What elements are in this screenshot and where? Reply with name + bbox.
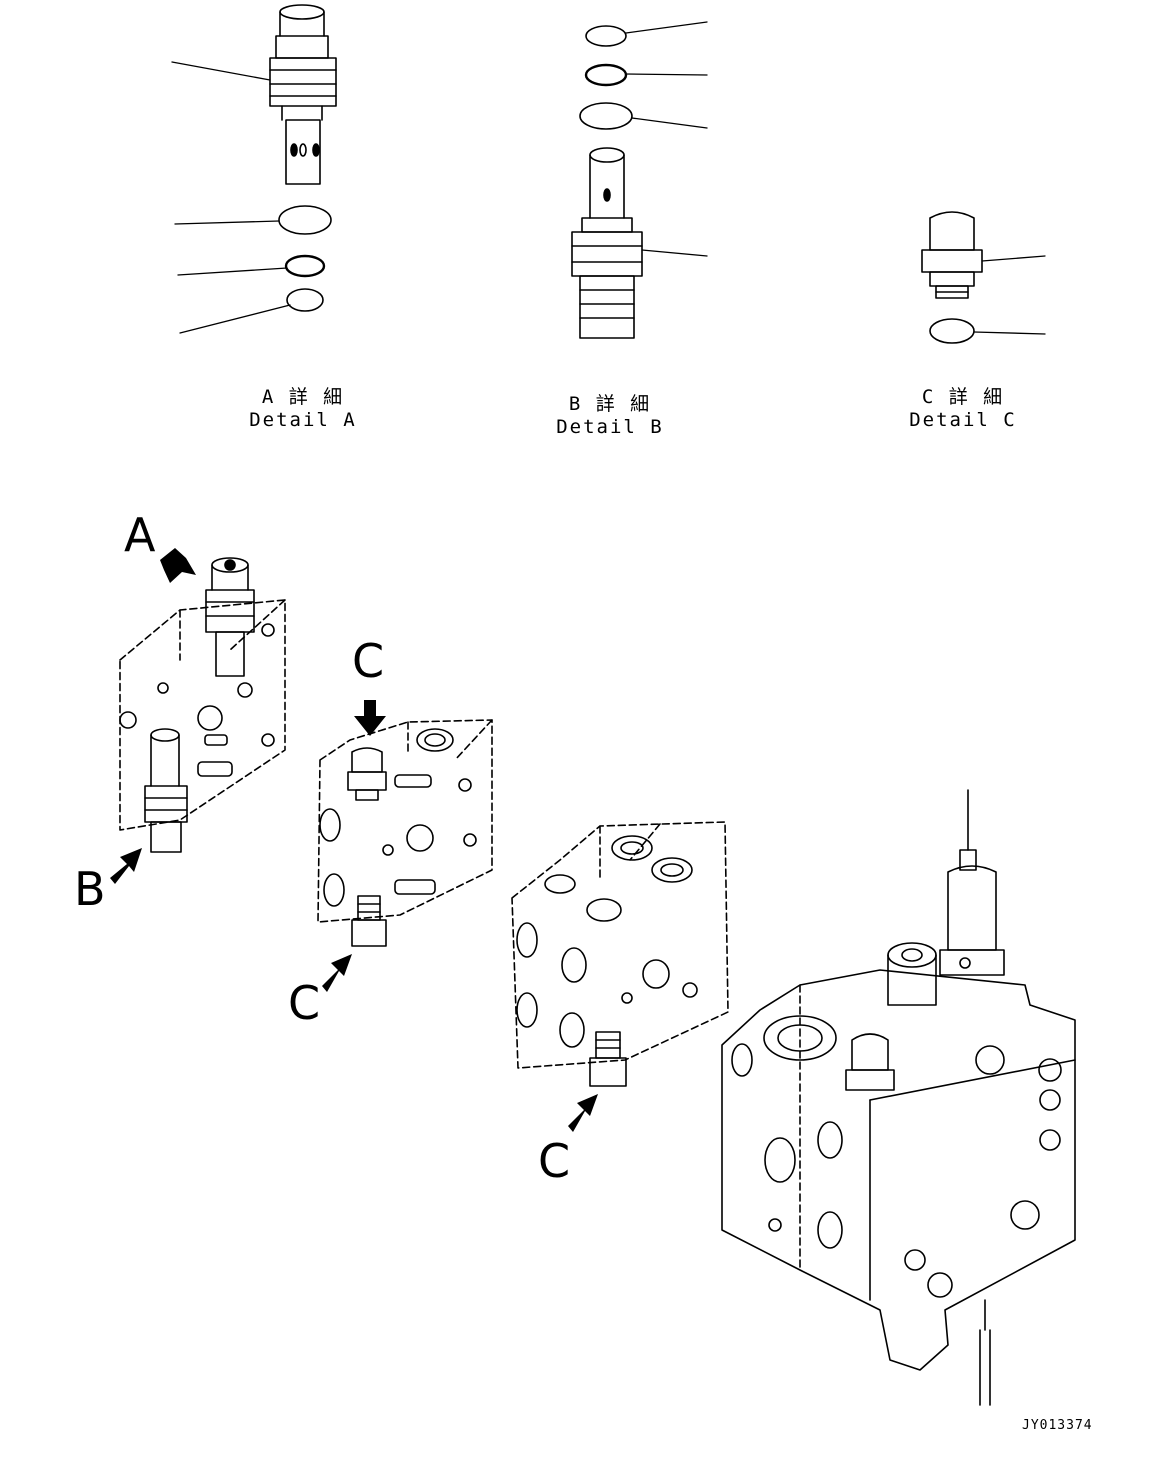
plug-c-top-installed [347, 747, 387, 801]
valve-section-1 [119, 599, 286, 831]
arrow-c1 [354, 700, 386, 736]
detail-c-plug [921, 211, 983, 299]
detail-a-leader-lines [171, 61, 291, 334]
caption-c-jp: C 詳 細 [921, 386, 1005, 408]
valve-b-installed [144, 728, 188, 853]
caption-detail-c: C 詳 細 Detail C [863, 386, 1063, 432]
detail-c-o-ring [929, 318, 975, 344]
callout-a: A [124, 508, 156, 562]
arrow-c2 [322, 954, 352, 992]
detail-b-leader-lines [625, 21, 708, 257]
caption-c-en: Detail C [909, 409, 1017, 431]
valve-section-2 [317, 719, 493, 923]
main-control-valve [721, 789, 1076, 1406]
callout-c1: C [352, 634, 385, 688]
caption-a-en: Detail A [249, 409, 357, 431]
callout-c3: C [538, 1134, 571, 1188]
callout-c2: C [288, 976, 321, 1030]
detail-b-o-rings [579, 25, 633, 130]
drawing-code: JY013374 [1022, 1418, 1093, 1433]
caption-detail-b: B 詳 細 Detail B [510, 393, 710, 439]
caption-detail-a: A 詳 細 Detail A [203, 386, 403, 432]
plug-c-bottom-installed [351, 895, 387, 947]
detail-a-o-rings [278, 205, 332, 312]
valve-section-3 [511, 821, 729, 1069]
detail-c-leader-lines [973, 255, 1046, 335]
callout-b: B [74, 862, 106, 916]
caption-b-jp: B 詳 細 [568, 393, 652, 415]
arrow-a [160, 548, 196, 583]
arrow-b [110, 848, 142, 884]
detail-a-relief-valve [269, 4, 337, 185]
plug-c-section3-installed [589, 1031, 627, 1087]
detail-b-relief-valve [571, 147, 643, 339]
arrow-c3 [568, 1094, 598, 1132]
caption-b-en: Detail B [556, 416, 664, 438]
valve-a-installed [205, 557, 255, 677]
caption-a-jp: A 詳 細 [261, 386, 345, 408]
